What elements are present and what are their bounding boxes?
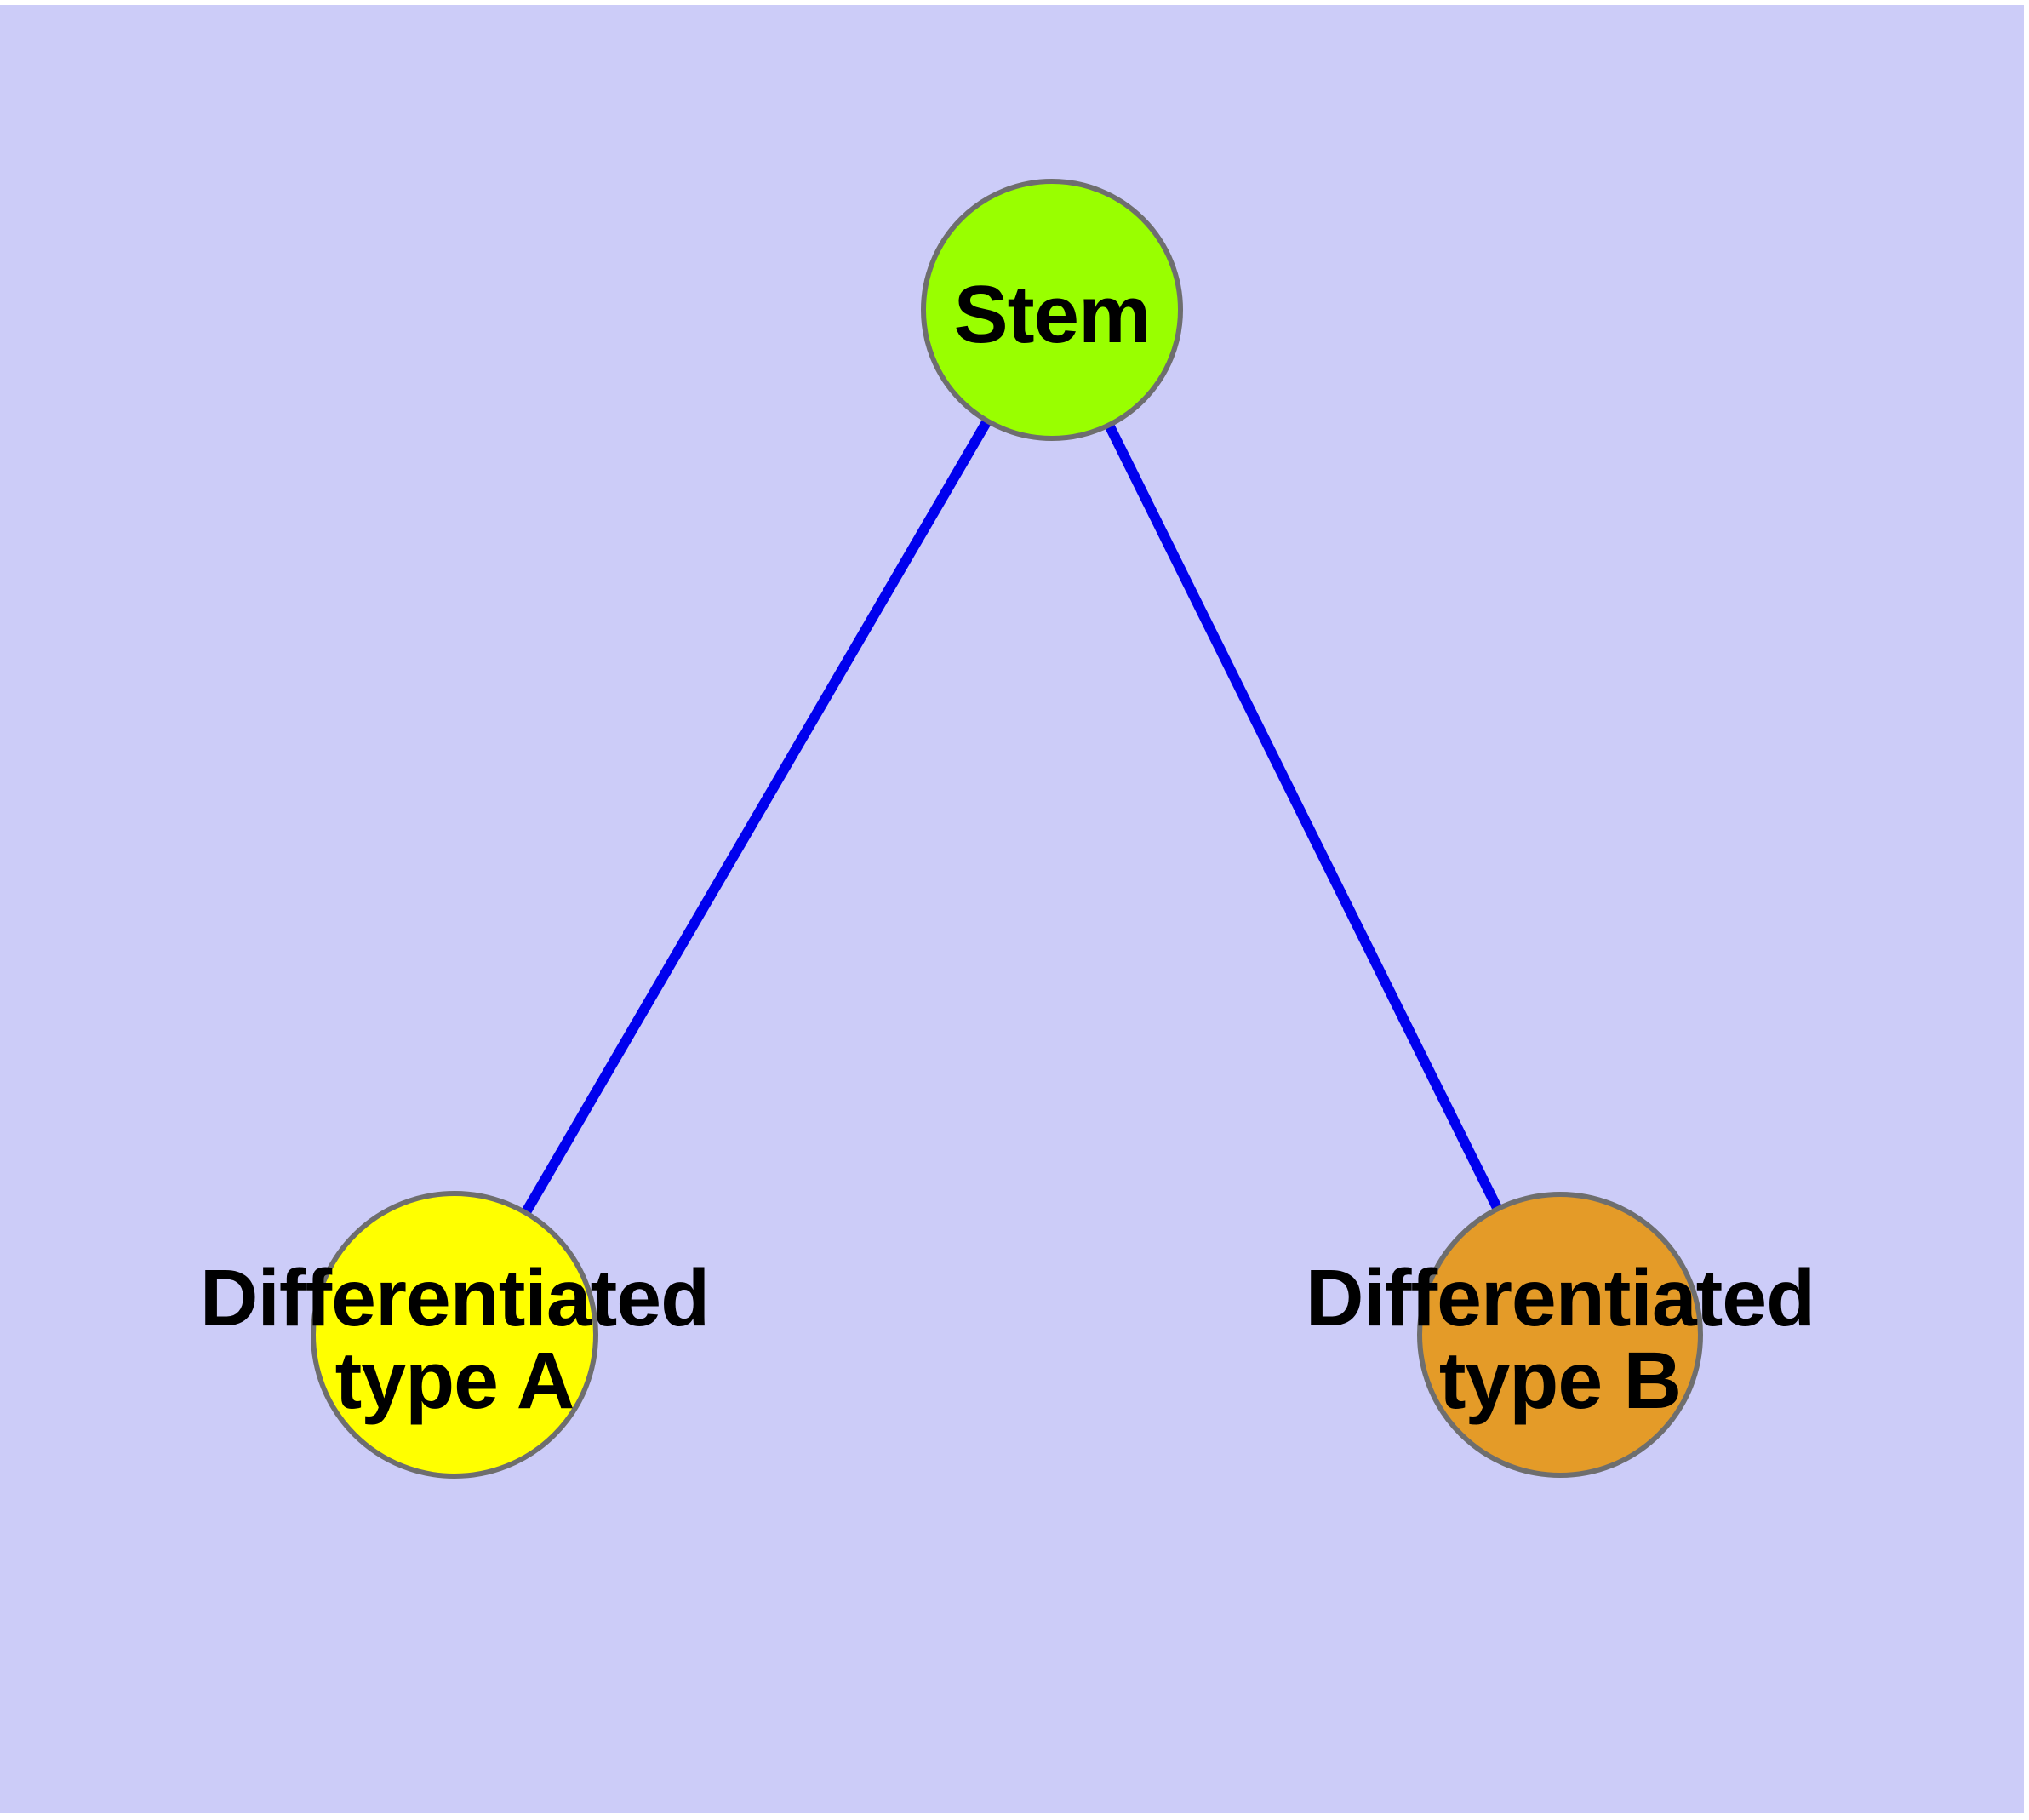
graph-svg: [311, 179, 1703, 1479]
edge-layer: [449, 306, 1565, 1338]
graph-node-diff_a[interactable]: [311, 1191, 598, 1479]
graph-node-diff_b[interactable]: [1417, 1192, 1703, 1478]
graph-edge[interactable]: [1047, 307, 1565, 1337]
graph-node-stem[interactable]: [921, 179, 1183, 441]
node-layer: [311, 179, 1703, 1479]
graph-edge[interactable]: [449, 306, 1057, 1338]
